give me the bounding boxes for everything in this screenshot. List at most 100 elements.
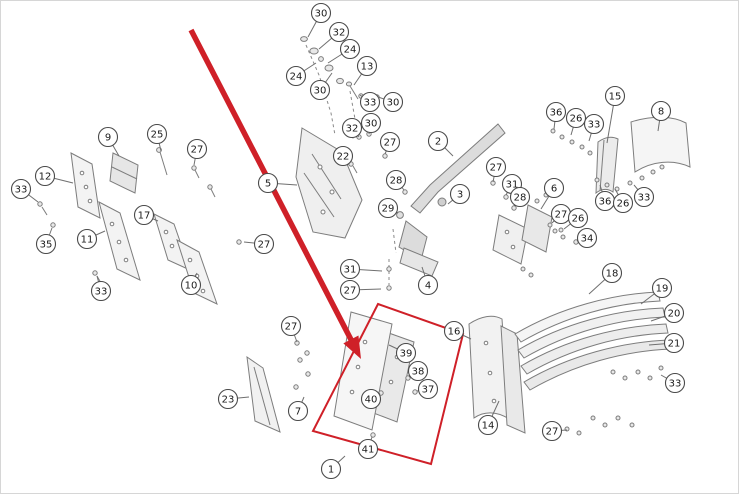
callout-circle [180,274,202,296]
callout-circle [90,280,112,302]
callout-3[interactable]: 3 [447,183,471,205]
callout-34[interactable]: 34 [576,227,598,249]
callout-number: 27 [384,138,397,149]
callout-33[interactable]: 33 [583,113,605,142]
callout-36[interactable]: 36 [594,184,616,212]
callout-number: 33 [15,185,28,196]
callout-1[interactable]: 1 [320,455,346,480]
callout-28[interactable]: 28 [509,186,531,208]
callout-26[interactable]: 26 [563,207,589,230]
callout-7[interactable]: 7 [287,396,309,422]
callout-circle [377,197,399,219]
callout-14[interactable]: 14 [477,400,500,436]
callout-35[interactable]: 35 [35,227,57,255]
callout-number: 3 [457,190,463,201]
callout-circle [395,342,417,364]
callout-33[interactable]: 33 [660,372,686,394]
callout-circle [379,131,401,153]
callout-27[interactable]: 27 [379,131,401,155]
callout-circle [332,145,354,167]
callout-number: 16 [448,327,461,338]
callout-20[interactable]: 20 [650,302,685,324]
callout-4[interactable]: 4 [417,266,439,296]
callout-circle [427,130,449,152]
callout-number: 27 [555,210,568,221]
callout-17[interactable]: 17 [133,204,159,226]
callout-number: 32 [346,124,359,135]
callout-circle [417,378,439,400]
callout-circle [359,91,381,113]
callout-39[interactable]: 39 [388,342,417,364]
callout-circle [357,438,379,460]
callout-number: 30 [314,86,327,97]
callout-27[interactable]: 27 [550,203,572,225]
callout-12[interactable]: 12 [34,165,74,187]
callout-number: 26 [572,214,585,225]
callout-18[interactable]: 18 [588,262,623,295]
callout-16[interactable]: 16 [443,320,472,342]
callout-30[interactable]: 30 [307,2,332,38]
callout-number: 33 [669,379,682,390]
callout-circle [320,458,342,480]
callout-6[interactable]: 6 [540,177,565,210]
callout-circle [34,165,56,187]
callout-13[interactable]: 13 [353,55,378,86]
callout-27[interactable]: 27 [186,138,208,166]
callout-27[interactable]: 27 [541,420,568,442]
callout-33[interactable]: 33 [10,178,39,203]
callout-23[interactable]: 23 [217,388,250,410]
callout-26[interactable]: 26 [612,188,634,214]
callout-circle [257,172,279,194]
highlight-region [311,302,465,466]
callout-31[interactable]: 31 [339,258,383,280]
callout-number: 11 [81,235,94,246]
callout-25[interactable]: 25 [146,123,168,152]
callout-circle [663,302,685,324]
callout-10[interactable]: 10 [180,272,202,296]
callout-number: 33 [95,287,108,298]
callout-33[interactable]: 33 [633,184,655,208]
callout-2[interactable]: 2 [427,130,454,157]
callout-27[interactable]: 27 [339,279,382,301]
callout-19[interactable]: 19 [640,277,673,305]
callout-26[interactable]: 26 [565,107,587,136]
callout-number: 26 [570,114,583,125]
callout-8[interactable]: 8 [650,100,672,132]
callout-29[interactable]: 29 [377,197,399,219]
callout-24[interactable]: 24 [327,38,361,64]
callout-27[interactable]: 27 [280,315,302,343]
callout-30[interactable]: 30 [360,112,382,135]
callout-30[interactable]: 30 [377,91,404,113]
part-frog-assembly [295,36,388,239]
callout-number: 29 [382,204,395,215]
callout-circle [341,117,363,139]
callout-37[interactable]: 37 [416,378,439,400]
callout-32[interactable]: 32 [318,21,350,50]
callout-22[interactable]: 22 [332,145,354,167]
callout-15[interactable]: 15 [604,85,626,144]
callout-11[interactable]: 11 [76,228,106,250]
callout-24[interactable]: 24 [285,62,317,87]
callout-32[interactable]: 32 [341,117,363,139]
callout-number: 15 [609,92,622,103]
callout-number: 1 [328,465,334,476]
callout-30[interactable]: 30 [309,72,333,101]
callout-5[interactable]: 5 [257,172,298,194]
callout-33[interactable]: 33 [90,275,112,302]
callout-38[interactable]: 38 [407,360,429,382]
callout-21[interactable]: 21 [648,332,685,354]
callout-33[interactable]: 33 [359,91,381,113]
callout-number: 38 [412,367,425,378]
callout-27[interactable]: 27 [243,233,275,255]
callout-41[interactable]: 41 [357,436,379,460]
callout-circle [217,388,239,410]
callout-27[interactable]: 27 [485,156,507,183]
callout-36[interactable]: 36 [545,101,567,130]
callout-circle [545,101,567,123]
callout-9[interactable]: 9 [97,126,120,157]
callout-28[interactable]: 28 [385,169,407,191]
callout-number: 30 [365,119,378,130]
callout-40[interactable]: 40 [360,388,382,410]
callout-number: 23 [222,395,235,406]
